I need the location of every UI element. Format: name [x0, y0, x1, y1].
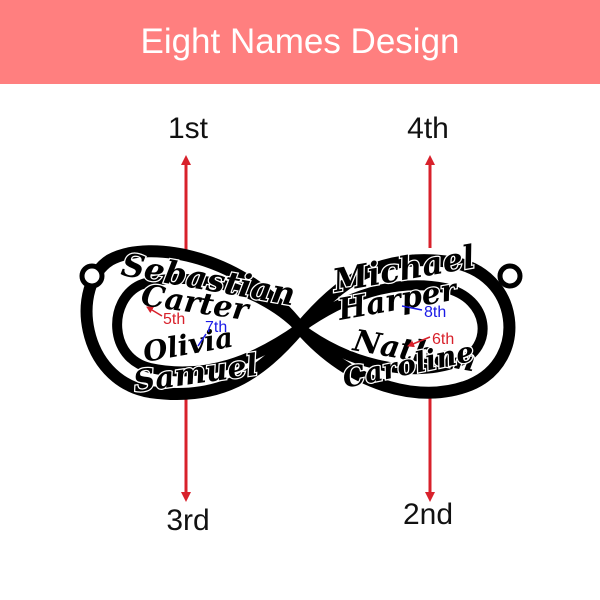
pointer-8th	[401, 305, 423, 311]
label-6th: 6th	[432, 331, 454, 348]
pointer-7th	[197, 333, 207, 347]
label-1st: 1st	[167, 112, 209, 145]
inner-band	[112, 273, 488, 377]
label-3rd: 3rd	[166, 504, 210, 537]
title-banner: Eight Names Design	[0, 0, 600, 84]
label-4th: 4th	[407, 112, 449, 145]
banner-title: Eight Names Design	[140, 22, 460, 61]
label-8th: 8th	[424, 304, 446, 321]
pointer-5th	[146, 306, 163, 317]
pointer-6th	[407, 336, 431, 347]
right-jump-ring	[497, 263, 523, 289]
label-2nd: 2nd	[402, 498, 454, 531]
label-7th: 7th	[205, 319, 227, 336]
label-5th: 5th	[163, 311, 185, 328]
left-jump-ring	[79, 263, 105, 289]
